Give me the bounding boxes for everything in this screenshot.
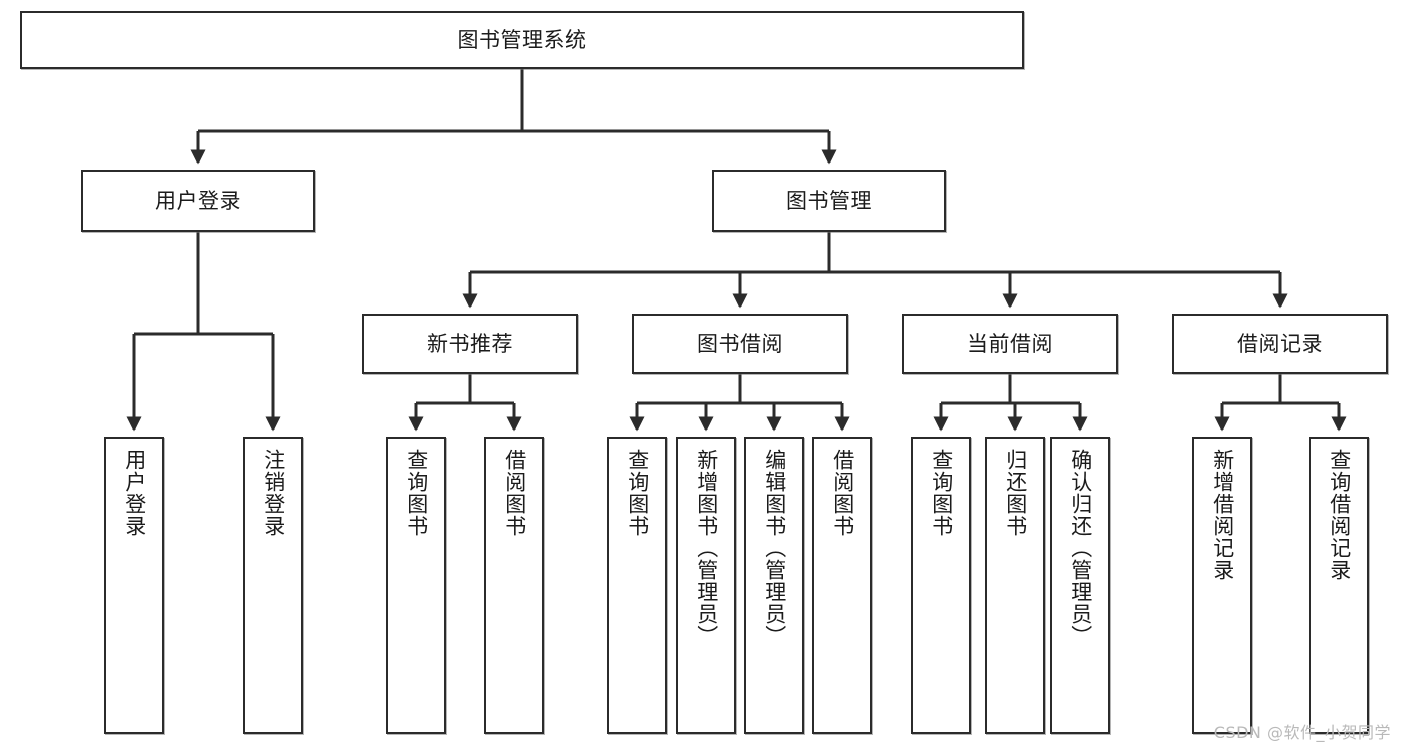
node-leaf-logout-login[interactable]: 注销登录: [243, 437, 303, 734]
node-leaf-add-book[interactable]: 新增图书（管理员）: [676, 437, 736, 734]
node-label-borrow-record: 借阅记录: [1237, 331, 1323, 356]
node-system-title[interactable]: 图书管理系统: [20, 11, 1024, 69]
node-label-leaf-add-book: 新增图书（管理员）: [694, 449, 719, 647]
node-label-leaf-user-login: 用户登录: [122, 449, 147, 537]
node-label-leaf-query-book-1: 查询图书: [404, 449, 429, 537]
node-label-leaf-query-record: 查询借阅记录: [1327, 449, 1352, 581]
node-new-book-recommend[interactable]: 新书推荐: [362, 314, 578, 374]
node-leaf-return-book[interactable]: 归还图书: [985, 437, 1045, 734]
node-leaf-query-book-2[interactable]: 查询图书: [607, 437, 667, 734]
node-label-system-title: 图书管理系统: [457, 27, 587, 52]
node-current-borrow[interactable]: 当前借阅: [902, 314, 1118, 374]
node-label-book-borrow: 图书借阅: [697, 331, 783, 356]
node-leaf-confirm-return[interactable]: 确认归还（管理员）: [1050, 437, 1110, 734]
node-label-book-manage: 图书管理: [786, 188, 872, 213]
node-label-leaf-borrow-book-2: 借阅图书: [830, 449, 855, 537]
node-label-leaf-return-book: 归还图书: [1003, 449, 1028, 537]
node-label-leaf-query-book-2: 查询图书: [625, 449, 650, 537]
node-label-current-borrow: 当前借阅: [967, 331, 1053, 356]
node-book-borrow[interactable]: 图书借阅: [632, 314, 848, 374]
node-leaf-edit-book[interactable]: 编辑图书（管理员）: [744, 437, 804, 734]
node-label-leaf-logout-login: 注销登录: [261, 449, 286, 537]
node-leaf-query-book-3[interactable]: 查询图书: [911, 437, 971, 734]
node-label-leaf-confirm-return: 确认归还（管理员）: [1068, 449, 1093, 647]
node-leaf-query-record[interactable]: 查询借阅记录: [1309, 437, 1369, 734]
node-leaf-query-book-1[interactable]: 查询图书: [386, 437, 446, 734]
node-leaf-borrow-book-1[interactable]: 借阅图书: [484, 437, 544, 734]
node-label-leaf-edit-book: 编辑图书（管理员）: [762, 449, 787, 647]
node-label-new-book-recommend: 新书推荐: [427, 331, 513, 356]
node-book-manage[interactable]: 图书管理: [712, 170, 946, 232]
node-borrow-record[interactable]: 借阅记录: [1172, 314, 1388, 374]
node-leaf-add-record[interactable]: 新增借阅记录: [1192, 437, 1252, 734]
node-user-login[interactable]: 用户登录: [81, 170, 315, 232]
node-label-user-login: 用户登录: [155, 188, 241, 213]
node-label-leaf-borrow-book-1: 借阅图书: [502, 449, 527, 537]
node-leaf-borrow-book-2[interactable]: 借阅图书: [812, 437, 872, 734]
node-label-leaf-add-record: 新增借阅记录: [1210, 449, 1235, 581]
node-leaf-user-login[interactable]: 用户登录: [104, 437, 164, 734]
node-label-leaf-query-book-3: 查询图书: [929, 449, 954, 537]
watermark-text: CSDN @软件_小贺同学: [1213, 723, 1391, 742]
